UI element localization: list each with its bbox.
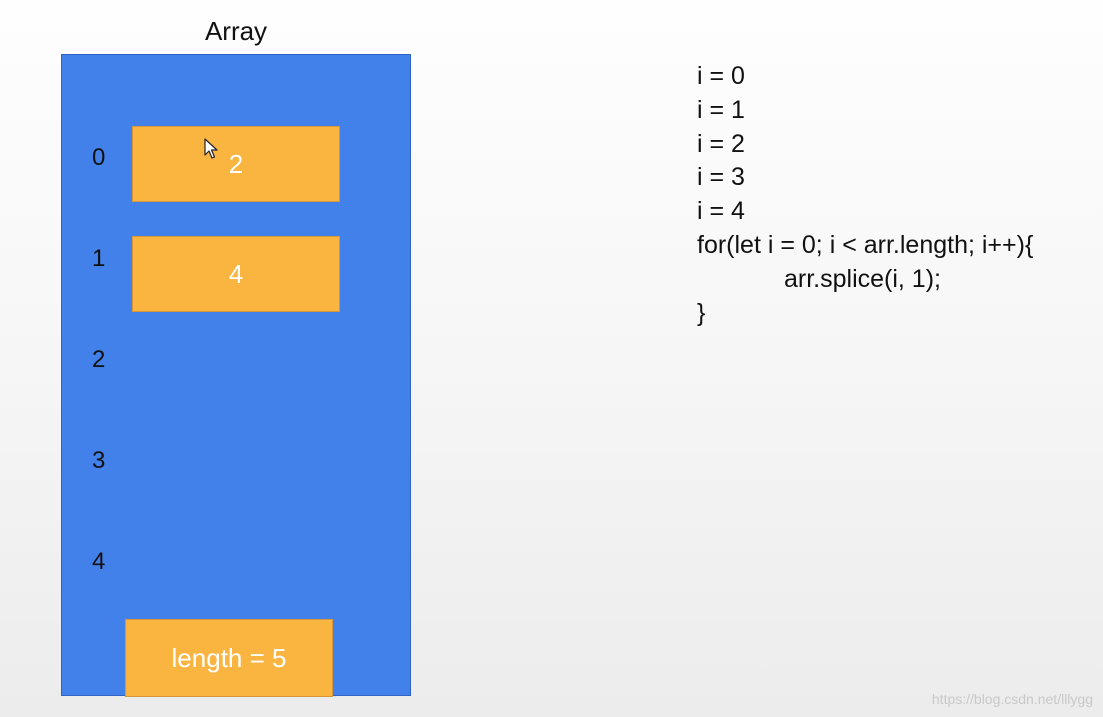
array-index-1: 1 bbox=[92, 245, 106, 272]
code-line-i2: i = 2 bbox=[697, 129, 745, 158]
code-line-i4: i = 4 bbox=[697, 197, 745, 226]
array-slot-value: 2 bbox=[228, 148, 244, 179]
array-slot-0: 2 bbox=[132, 126, 340, 202]
length-box: length = 5 bbox=[125, 619, 333, 697]
code-line-i3: i = 3 bbox=[697, 163, 745, 192]
array-index-3: 3 bbox=[92, 447, 106, 474]
code-line-for: for(let i = 0; i < arr.length; i++){ bbox=[697, 230, 1034, 259]
code-block: i = 0 i = 1 i = 2 i = 3 i = 4 for(let i … bbox=[697, 60, 1033, 330]
array-slot-value: 4 bbox=[228, 258, 244, 289]
array-index-2: 2 bbox=[92, 346, 106, 373]
array-index-4: 4 bbox=[92, 548, 106, 575]
array-index-0: 0 bbox=[92, 144, 106, 171]
length-label: length = 5 bbox=[171, 642, 287, 673]
array-slot-1: 4 bbox=[132, 236, 340, 312]
code-line-splice: arr.splice(i, 1); bbox=[784, 264, 941, 293]
array-title: Array bbox=[204, 16, 268, 46]
code-line-i0: i = 0 bbox=[697, 62, 745, 90]
array-box: 0 1 2 3 4 2 4 length = 5 bbox=[61, 54, 411, 697]
mouse-pointer-icon bbox=[204, 138, 218, 159]
watermark: https://blog.csdn.net/lllygg bbox=[931, 691, 1093, 707]
code-line-close-brace: } bbox=[697, 298, 706, 327]
code-line-i1: i = 1 bbox=[697, 95, 745, 124]
